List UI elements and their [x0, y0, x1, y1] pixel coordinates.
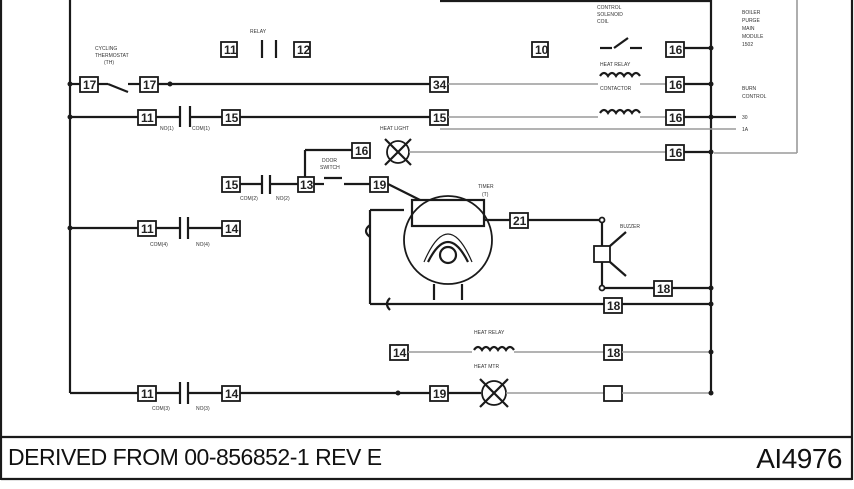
wire-label-18: 18	[607, 299, 621, 313]
svg-text:BOILER: BOILER	[742, 10, 761, 16]
wire-label-11: 11	[141, 222, 154, 236]
svg-text:HEAT RELAY: HEAT RELAY	[600, 62, 631, 68]
document-id: AI4976	[756, 443, 842, 474]
svg-text:(T): (T)	[482, 192, 489, 198]
wire-label-15: 15	[225, 111, 239, 125]
wire-label-16: 16	[669, 146, 683, 160]
timer-motor: TIMER (T)	[364, 184, 604, 311]
svg-text:NO(1): NO(1)	[160, 126, 174, 132]
wire-label-14: 14	[225, 222, 239, 236]
wire-label-18: 18	[607, 346, 621, 360]
rung-5: COM(2) NO(2) DOOR SWITCH	[221, 158, 421, 202]
svg-text:NO(3): NO(3)	[196, 406, 210, 412]
control-module-edge: BOILER PURGE MAIN MODULE 1502 BURN CONTR…	[440, 0, 767, 100]
svg-text:1502: 1502	[742, 42, 753, 48]
svg-text:CONTACTOR: CONTACTOR	[600, 86, 632, 92]
wire-label-16: 16	[669, 43, 683, 57]
svg-text:CONTROL: CONTROL	[742, 94, 767, 100]
svg-text:MODULE: MODULE	[742, 34, 764, 40]
svg-text:30: 30	[742, 115, 748, 121]
rung-3: NO(1) COM(1) 30 1A	[67, 106, 749, 133]
wire-label-19: 19	[433, 387, 447, 401]
wire-label-21: 21	[513, 214, 527, 228]
rung-2: CYCLING THERMOSTAT (TH) HEAT RELAY CONTA…	[67, 46, 714, 94]
wire-label-12: 12	[297, 43, 311, 57]
wire-label-10: 10	[535, 43, 549, 57]
svg-text:TIMER: TIMER	[478, 184, 494, 190]
rung-8: COM(3) NO(3) HEAT MTR	[70, 364, 714, 412]
derived-from-caption: DERIVED FROM 00-856852-1 REV E	[8, 444, 382, 470]
svg-text:RELAY: RELAY	[250, 29, 267, 35]
svg-text:CYCLING: CYCLING	[95, 46, 117, 52]
svg-text:CONTROL: CONTROL	[597, 5, 622, 11]
wire-label-11: 11	[224, 43, 237, 57]
svg-text:HEAT RELAY: HEAT RELAY	[474, 330, 505, 336]
svg-text:COIL: COIL	[597, 19, 609, 25]
svg-text:NO(4): NO(4)	[196, 242, 210, 248]
svg-text:BURN: BURN	[742, 86, 757, 92]
svg-text:COM(3): COM(3)	[152, 406, 170, 412]
wire-label-16: 16	[355, 144, 369, 158]
wire-label-17: 17	[83, 78, 97, 92]
svg-text:PURGE: PURGE	[742, 18, 760, 24]
power-rails	[68, 0, 798, 393]
svg-text:DOOR: DOOR	[322, 158, 337, 164]
svg-text:HEAT MTR: HEAT MTR	[474, 364, 499, 370]
svg-text:1A: 1A	[742, 127, 749, 133]
svg-text:SOLENOID: SOLENOID	[597, 12, 623, 18]
wire-label-18: 18	[657, 282, 671, 296]
svg-text:THERMOSTAT: THERMOSTAT	[95, 53, 129, 59]
wire-label-13: 13	[300, 178, 314, 192]
buzzer-rung: BUZZER	[509, 212, 714, 314]
svg-text:COM(1): COM(1)	[192, 126, 210, 132]
svg-text:COM(2): COM(2)	[240, 196, 258, 202]
wire-label-16: 16	[669, 111, 683, 125]
wire-label-14: 14	[225, 387, 239, 401]
svg-text:HEAT LIGHT: HEAT LIGHT	[380, 126, 409, 132]
wire-label-14: 14	[393, 346, 407, 360]
wire-label-34: 34	[433, 78, 447, 92]
wire-label-16: 16	[669, 78, 683, 92]
svg-text:MAIN: MAIN	[742, 26, 755, 32]
wire-label-11: 11	[141, 111, 154, 125]
wire-label-17: 17	[143, 78, 157, 92]
rung-1: RELAY CONTROL SOLENOID COIL	[220, 5, 714, 58]
wire-label-11: 11	[141, 387, 154, 401]
svg-text:COM(4): COM(4)	[150, 242, 168, 248]
wire-label-group: 11 12 10 16 17 17 34 16 11 15 15 16 16 1…	[83, 43, 683, 401]
wire-label-19: 19	[373, 178, 387, 192]
svg-text:(TH): (TH)	[104, 60, 114, 66]
svg-text:SWITCH: SWITCH	[320, 165, 340, 171]
svg-text:NO(2): NO(2)	[276, 196, 290, 202]
rung-6: COM(4) NO(4)	[67, 217, 241, 248]
svg-text:BUZZER: BUZZER	[620, 224, 640, 230]
rung-4: HEAT LIGHT	[303, 126, 714, 184]
wire-label-15: 15	[225, 178, 239, 192]
rung-7: HEAT RELAY	[389, 330, 714, 361]
wire-label-15: 15	[433, 111, 447, 125]
